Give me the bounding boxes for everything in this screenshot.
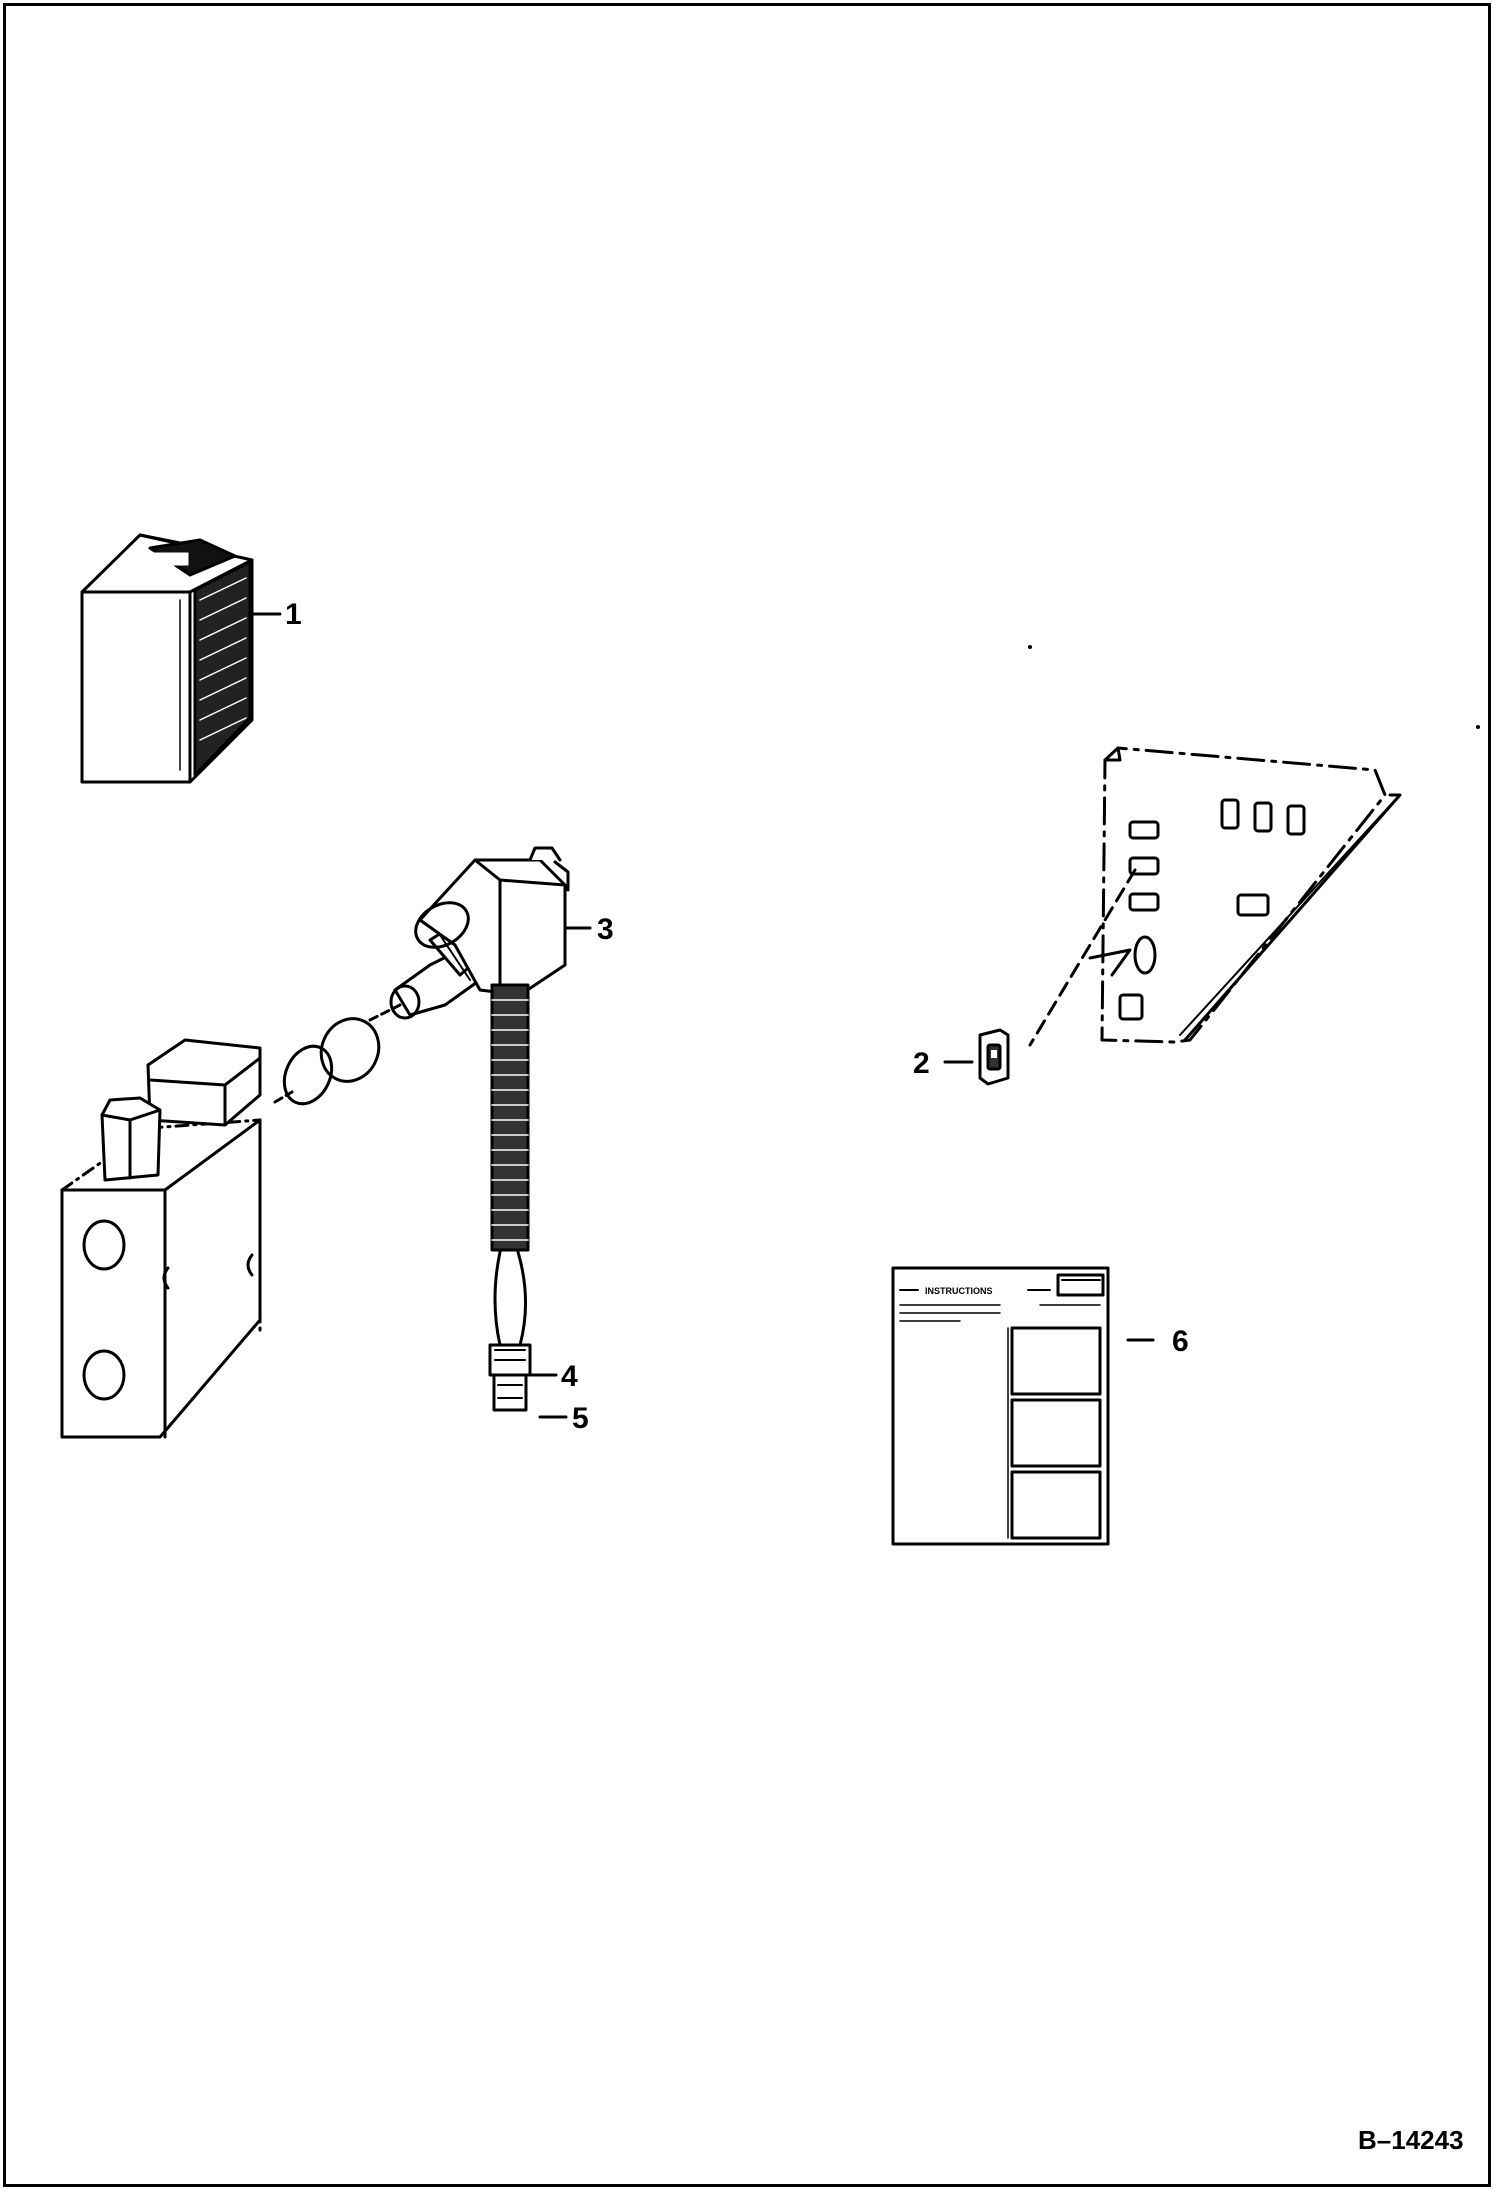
part-3-solenoid <box>389 846 570 1412</box>
instruction-sheet-heading: INSTRUCTIONS <box>925 1286 993 1296</box>
dashed-leader-2 <box>1028 868 1137 1047</box>
part-2-switch <box>978 1028 1010 1086</box>
part-6-instruction-sheet <box>891 1266 1110 1546</box>
part-1-kit-box <box>80 533 254 784</box>
valve-block <box>60 1038 262 1439</box>
speck <box>1028 645 1032 649</box>
callout-2: 2 <box>913 1047 930 1080</box>
speck <box>1476 725 1480 729</box>
drawing-id: B–14243 <box>1358 2125 1464 2155</box>
o-rings <box>273 1003 402 1106</box>
callout-5: 5 <box>572 1402 589 1435</box>
callout-1: 1 <box>285 598 302 631</box>
callout-6: 6 <box>1172 1325 1189 1358</box>
drawing-border <box>3 3 1491 2187</box>
callout-4: 4 <box>561 1360 578 1393</box>
dash-panel <box>1088 746 1402 1044</box>
callout-3: 3 <box>597 913 614 946</box>
